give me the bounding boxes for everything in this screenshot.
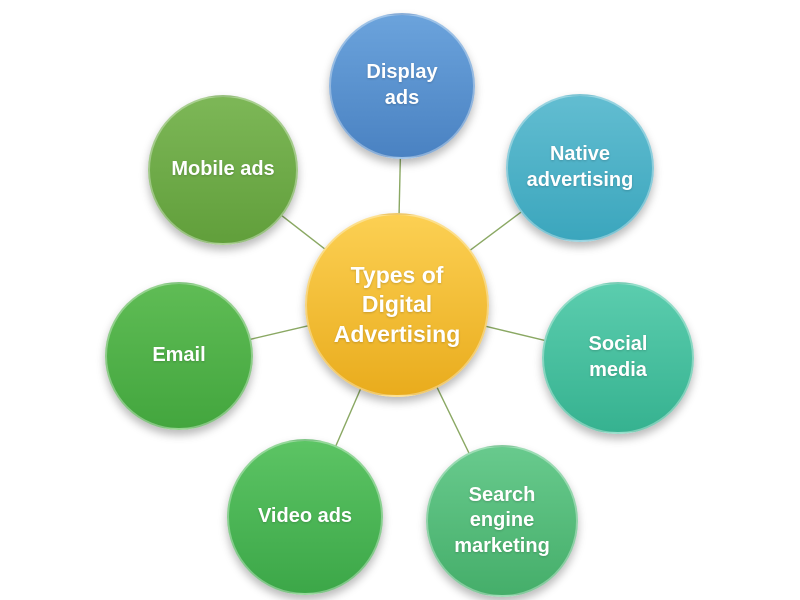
node-search-engine-marketing: Search engine marketing (426, 445, 578, 597)
node-label: Search engine marketing (454, 483, 550, 557)
node-label: Email (152, 344, 206, 367)
node-label: Video ads (257, 505, 353, 528)
node-display-ads: Display ads (329, 13, 475, 159)
node-label: Native advertising (526, 143, 634, 191)
node-label: Types of Digital Advertising (333, 261, 461, 347)
node-label: Social media (588, 333, 648, 381)
node-types-of-digital-advertising: Types of Digital Advertising (305, 213, 489, 397)
node-video-ads: Video ads (227, 439, 383, 595)
node-label: Display ads (366, 61, 438, 109)
node-mobile-ads: Mobile ads (148, 95, 298, 245)
node-label: Mobile ads (171, 158, 275, 181)
node-social-media: Social media (542, 282, 694, 434)
node-native-advertising: Native advertising (506, 94, 654, 242)
node-email: Email (105, 282, 253, 430)
